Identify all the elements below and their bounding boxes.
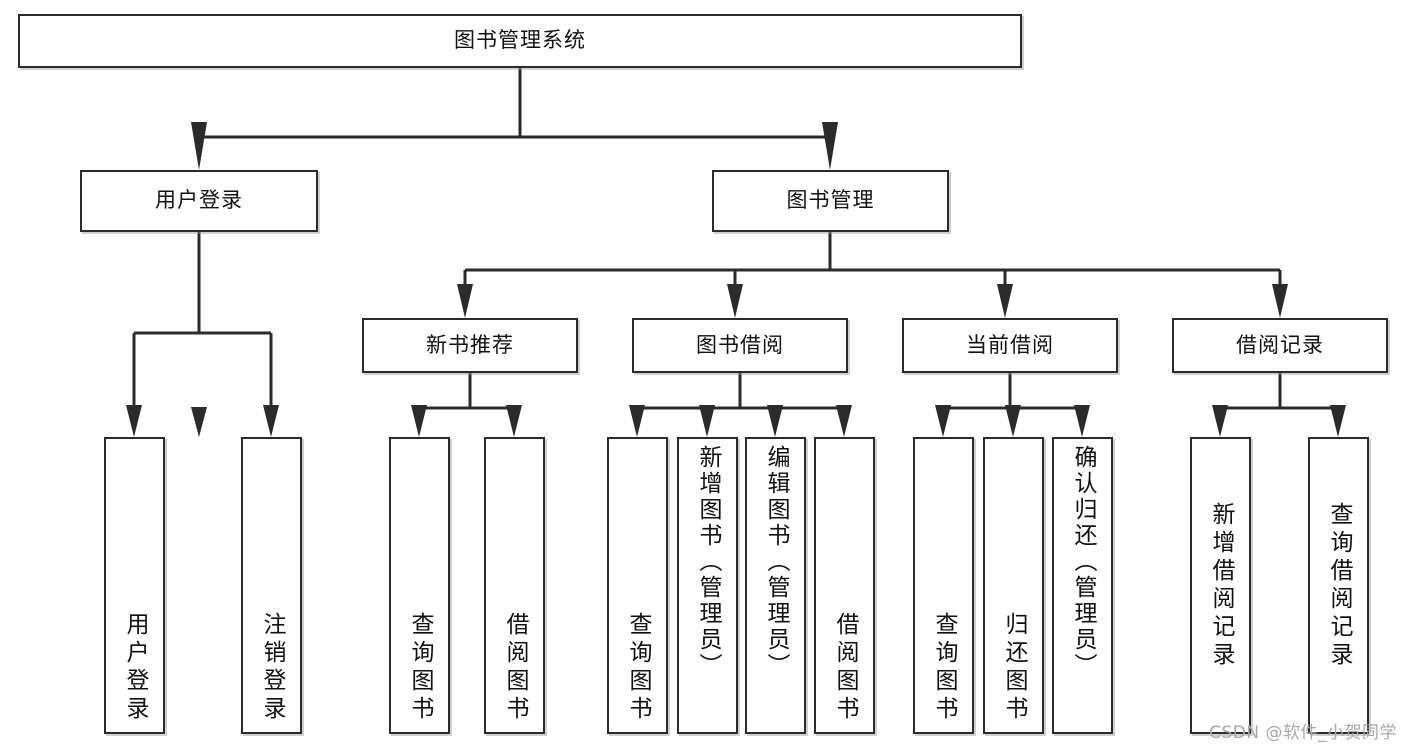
leaf-query-book-1[interactable]: 查询图书 <box>389 437 450 734</box>
node-book-manage-label: 图书管理 <box>786 188 875 213</box>
leaf-borrow-book-1[interactable]: 借阅图书 <box>484 437 545 734</box>
leaf-user-login[interactable]: 用户登录 <box>104 437 165 734</box>
node-new-book-rec[interactable]: 新书推荐 <box>362 318 578 373</box>
leaf-confirm-return-label: 确认归还（管理员） <box>1070 445 1096 679</box>
node-current-borrow-label: 当前借阅 <box>966 332 1054 357</box>
leaf-confirm-return[interactable]: 确认归还（管理员） <box>1052 437 1113 734</box>
leaf-add-book[interactable]: 新增图书（管理员） <box>677 437 738 734</box>
node-new-book-rec-label: 新书推荐 <box>426 332 514 357</box>
watermark: CSDN @软件_小贺同学 <box>1209 723 1397 743</box>
leaf-logout-label: 注销登录 <box>259 612 285 724</box>
node-book-borrow[interactable]: 图书借阅 <box>632 318 848 373</box>
leaf-add-record-label: 新增借阅记录 <box>1208 501 1234 670</box>
node-root[interactable]: 图书管理系统 <box>18 14 1022 68</box>
leaf-query-record-label: 查询借阅记录 <box>1326 501 1352 670</box>
node-book-manage[interactable]: 图书管理 <box>712 170 949 232</box>
leaf-borrow-book-2-label: 借阅图书 <box>832 612 858 724</box>
leaf-logout[interactable]: 注销登录 <box>241 437 302 734</box>
leaf-return-book[interactable]: 归还图书 <box>983 437 1044 734</box>
leaf-query-record[interactable]: 查询借阅记录 <box>1308 437 1369 734</box>
leaf-user-login-label: 用户登录 <box>122 612 148 724</box>
node-current-borrow[interactable]: 当前借阅 <box>902 318 1118 373</box>
leaf-edit-book-label: 编辑图书（管理员） <box>763 445 789 679</box>
leaf-borrow-book-2[interactable]: 借阅图书 <box>814 437 875 734</box>
node-borrow-record-label: 借阅记录 <box>1236 332 1324 357</box>
node-book-borrow-label: 图书借阅 <box>696 332 784 357</box>
leaf-query-book-2[interactable]: 查询图书 <box>607 437 668 734</box>
leaf-edit-book[interactable]: 编辑图书（管理员） <box>745 437 806 734</box>
leaf-add-book-label: 新增图书（管理员） <box>695 445 721 679</box>
leaf-borrow-book-1-label: 借阅图书 <box>502 612 528 724</box>
node-user-login-label: 用户登录 <box>155 188 243 213</box>
node-root-label: 图书管理系统 <box>454 28 586 53</box>
node-user-login[interactable]: 用户登录 <box>80 170 318 232</box>
leaf-query-book-3-label: 查询图书 <box>931 612 957 724</box>
leaf-query-book-2-label: 查询图书 <box>625 612 651 724</box>
leaf-return-book-label: 归还图书 <box>1001 612 1027 724</box>
leaf-query-book-1-label: 查询图书 <box>407 612 433 724</box>
node-borrow-record[interactable]: 借阅记录 <box>1172 318 1388 373</box>
leaf-query-book-3[interactable]: 查询图书 <box>913 437 974 734</box>
leaf-add-record[interactable]: 新增借阅记录 <box>1190 437 1251 734</box>
